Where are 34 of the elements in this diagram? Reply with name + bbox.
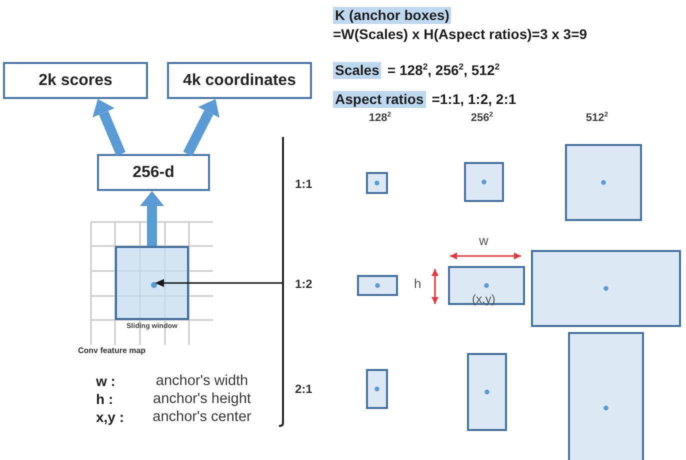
symbol-description: anchor's width (156, 373, 248, 390)
formula-text: = 128$^{2}$, 256$^{2}$, 512$^{2}$ (387, 62, 500, 79)
feature-vector-box (97, 154, 210, 191)
center-label: (x,y) (472, 292, 496, 306)
dimension-label: w (479, 233, 488, 248)
highlighted-heading: Scales (333, 62, 382, 79)
node-label: 256-d (132, 164, 174, 182)
ratio-label: 1:2 (295, 277, 312, 292)
scale-label: 128$^{2}$ (368, 111, 392, 125)
dimension-label: h (414, 276, 422, 291)
highlighted-heading: K (anchor boxes) (333, 7, 452, 24)
symbol-label: x,y : (96, 409, 124, 426)
symbol-description: anchor's center (152, 409, 252, 426)
node-label: 2k scores (38, 72, 112, 90)
node-label: 4k coordinates (183, 72, 296, 90)
symbol-label: w : (96, 373, 116, 390)
sliding-window (115, 246, 189, 320)
scale-label: 256$^{2}$ (470, 111, 494, 125)
formula-text: =1:1, 1:2, 2:1 (432, 91, 516, 108)
scale-label: 512$^{2}$ (586, 111, 608, 125)
block-arrow (183, 99, 220, 156)
highlighted-heading: Aspect ratios (333, 91, 426, 108)
output-box (167, 62, 312, 99)
ratio-label: 1:1 (295, 177, 312, 192)
symbol-description: anchor's height (153, 391, 251, 408)
pointer-arrow (155, 279, 283, 287)
center-point (151, 282, 157, 288)
ratio-label: 2:1 (295, 382, 312, 397)
block-arrow (92, 98, 126, 156)
symbol-label: h : (96, 391, 114, 408)
block-arrow (140, 191, 164, 246)
formula-text: =W(Scales) x H(Aspect ratios)=3 x 3=9 (333, 26, 588, 43)
node-label: Conv feature map (78, 346, 146, 356)
output-box (3, 62, 148, 99)
